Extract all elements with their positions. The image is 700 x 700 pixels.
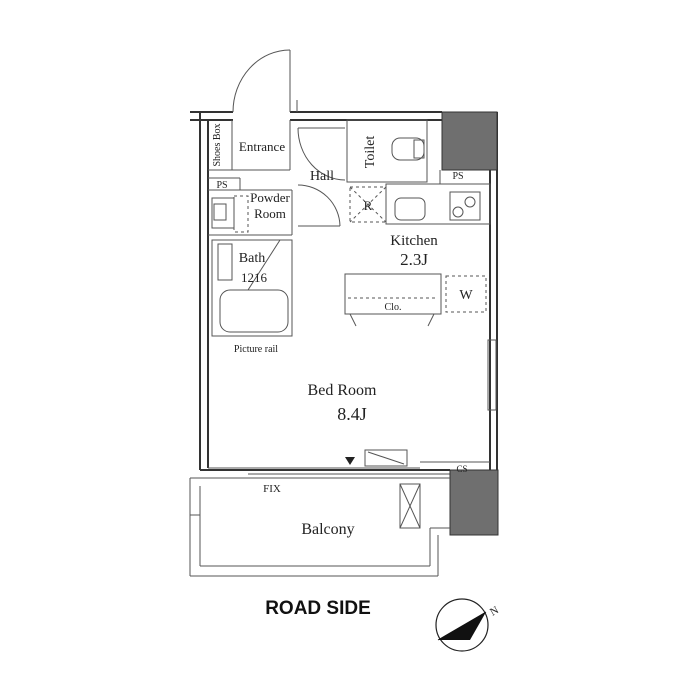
powder-storage xyxy=(233,195,249,233)
washer-label: W xyxy=(459,288,473,303)
right-window xyxy=(487,339,497,411)
kitchen-size: 2.3J xyxy=(400,250,428,269)
powder-room-label-1: Powder xyxy=(250,190,290,205)
cs-label: CS xyxy=(456,464,467,474)
ps-right-label: PS xyxy=(452,171,463,182)
bedroom-label: Bed Room xyxy=(308,382,377,399)
burner-1 xyxy=(452,206,464,218)
column-bottom-right xyxy=(449,469,499,536)
refrigerator-label: R xyxy=(364,198,373,213)
balcony-vent xyxy=(399,483,421,529)
column-top-right xyxy=(441,111,498,171)
stove xyxy=(449,191,481,221)
picture-rail-label: Picture rail xyxy=(234,344,278,355)
toilet-room xyxy=(346,119,428,183)
north-label: N xyxy=(488,604,501,618)
fix-label: FIX xyxy=(263,483,281,495)
kitchen-counter xyxy=(385,183,491,225)
closet xyxy=(344,273,442,315)
powder-room-label-2: Room xyxy=(254,206,286,221)
burner-2 xyxy=(464,196,476,208)
ps-left-label: PS xyxy=(216,180,227,191)
kitchen-label: Kitchen xyxy=(390,233,438,249)
hall-door xyxy=(297,127,346,181)
toilet-bowl xyxy=(391,137,425,161)
bath-label: Bath xyxy=(239,251,265,266)
toilet-tank xyxy=(413,139,425,159)
entrance-label: Entrance xyxy=(239,139,285,154)
washbasin-bowl xyxy=(213,203,227,221)
hall-label: Hall xyxy=(310,169,334,184)
powder-door xyxy=(297,184,341,227)
marker-triangle xyxy=(345,457,355,465)
washer-space xyxy=(445,275,487,313)
bath-size: 1216 xyxy=(241,270,268,285)
closet-label: Clo. xyxy=(385,302,402,313)
refrigerator xyxy=(349,186,387,223)
shoes-box-label: Shoes Box xyxy=(212,123,223,166)
toilet-label: Toilet xyxy=(363,136,378,169)
washbasin xyxy=(211,197,235,229)
kitchen-sink xyxy=(394,197,426,221)
entrance-door xyxy=(232,49,298,113)
bathtub xyxy=(219,289,289,333)
ac-unit xyxy=(364,449,408,467)
bath-shelf xyxy=(217,243,233,281)
bedroom-size: 8.4J xyxy=(337,404,367,424)
bath-room xyxy=(211,239,293,337)
road-side-label: ROAD SIDE xyxy=(265,598,371,619)
balcony xyxy=(189,477,450,577)
balcony-label: Balcony xyxy=(301,521,354,538)
compass-icon xyxy=(435,598,489,652)
